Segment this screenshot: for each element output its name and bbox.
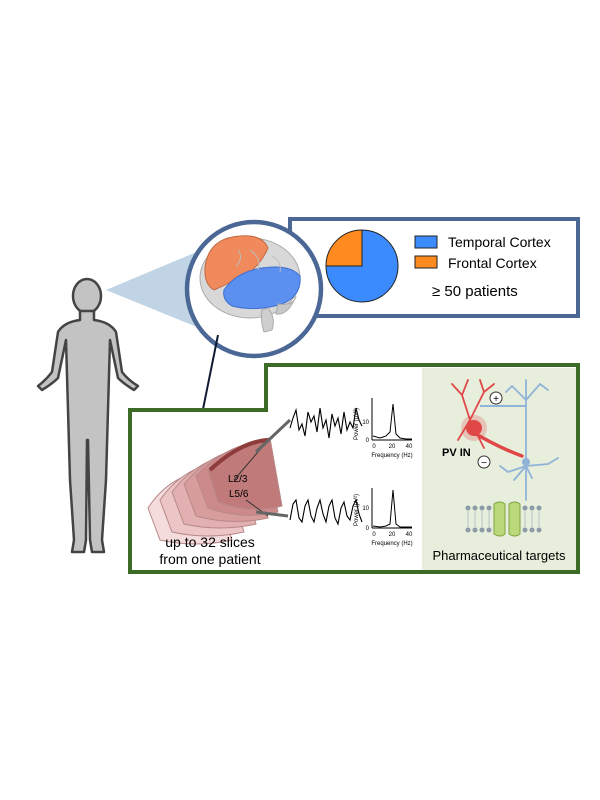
patient-pie-chart xyxy=(325,229,399,303)
legend-swatch-frontal xyxy=(414,255,438,269)
pyramidal-neuron xyxy=(499,379,559,501)
spectrum-lower-ytick-0: 0 xyxy=(366,526,370,532)
spectrum-upper-ytick-10: 10 xyxy=(362,420,369,426)
spectrum-upper-xtick-20: 20 xyxy=(389,444,396,450)
human-silhouette xyxy=(36,277,140,554)
power-spectrum-lower: Power (μV²) 10 0 0 20 40 Frequency (Hz) xyxy=(354,488,413,547)
spectrum-upper-xtick-40: 40 xyxy=(406,444,413,450)
spectrum-lower-ylabel: Power (μV²) xyxy=(354,494,360,526)
pv-in-label: PV IN xyxy=(442,447,471,459)
spectrum-lower-xtick-20: 20 xyxy=(389,532,396,538)
spectrum-lower-xtick-40: 40 xyxy=(406,532,413,538)
electrode-lower xyxy=(245,499,289,518)
minus-symbol: − xyxy=(481,458,487,469)
legend-label-temporal: Temporal Cortex xyxy=(448,234,551,250)
spectrum-upper-ylabel: Power (μV²) xyxy=(354,408,360,440)
pie-slice-temporal xyxy=(325,229,399,303)
lfp-trace-lower xyxy=(289,498,363,526)
ion-channel-icon xyxy=(465,501,542,537)
brain-slice-stack xyxy=(147,437,283,545)
spectrum-lower-ytick-10: 10 xyxy=(362,506,369,512)
slices-caption-line1: up to 32 slices xyxy=(165,534,255,550)
layer-label-upper: L2/3 xyxy=(228,474,248,485)
plus-symbol-circle xyxy=(489,391,503,405)
pv-interneuron xyxy=(451,379,524,458)
spectrum-upper-xtick-0: 0 xyxy=(372,444,376,450)
spectrum-lower-xlabel: Frequency (Hz) xyxy=(371,541,412,547)
spectrum-upper-ytick-0: 0 xyxy=(366,438,370,444)
lfp-trace-upper xyxy=(289,407,363,439)
minus-symbol-circle xyxy=(477,455,491,469)
pharmaceutical-targets-caption: Pharmaceutical targets xyxy=(433,548,566,563)
spectrum-lower-xtick-0: 0 xyxy=(372,532,376,538)
electrode-upper xyxy=(233,418,292,481)
pie-slice-frontal xyxy=(325,229,363,267)
legend-swatch-temporal xyxy=(414,235,438,249)
patients-count-label: ≥ 50 patients xyxy=(432,283,518,300)
power-spectrum-upper: Power (μV²) 10 0 0 20 40 Frequency (Hz) xyxy=(354,398,413,459)
layer-label-lower: L5/6 xyxy=(229,489,249,500)
slices-caption-line2: from one patient xyxy=(159,551,260,567)
legend-label-frontal: Frontal Cortex xyxy=(448,255,537,271)
brain-illustration xyxy=(199,235,301,333)
spectrum-upper-xlabel: Frequency (Hz) xyxy=(371,453,412,459)
plus-symbol: + xyxy=(493,394,499,405)
